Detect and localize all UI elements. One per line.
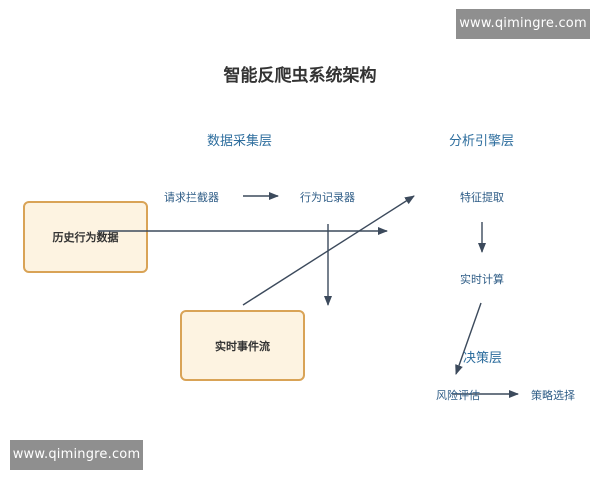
layer-header-analysis-engine: 分析引擎层 [449,134,515,149]
node-strategy-selection: 策略选择 [531,389,575,402]
node-behavior-recorder: 行为记录器 [300,191,355,204]
realtime-event-stream-box: 实时事件流 [180,310,305,381]
realtime-event-stream-label: 实时事件流 [215,339,270,353]
node-request-interceptor: 请求拦截器 [164,191,219,204]
node-risk-assessment: 风险评估 [436,389,480,402]
watermark-top: www.qimingre.com [456,9,590,39]
diagram-title: 智能反爬虫系统架构 [223,66,377,86]
layer-header-data-collection: 数据采集层 [207,134,273,149]
watermark-bottom: www.qimingre.com [10,440,143,470]
layer-header-decision: 决策层 [463,351,503,366]
arrow-event-stream-to-feature-extraction [242,195,415,306]
arrow-realtime-compute-to-risk [455,302,482,375]
node-feature-extraction: 特征提取 [460,191,504,204]
history-data-box: 历史行为数据 [23,201,148,273]
history-data-label: 历史行为数据 [52,231,119,244]
node-realtime-compute: 实时计算 [460,273,504,286]
